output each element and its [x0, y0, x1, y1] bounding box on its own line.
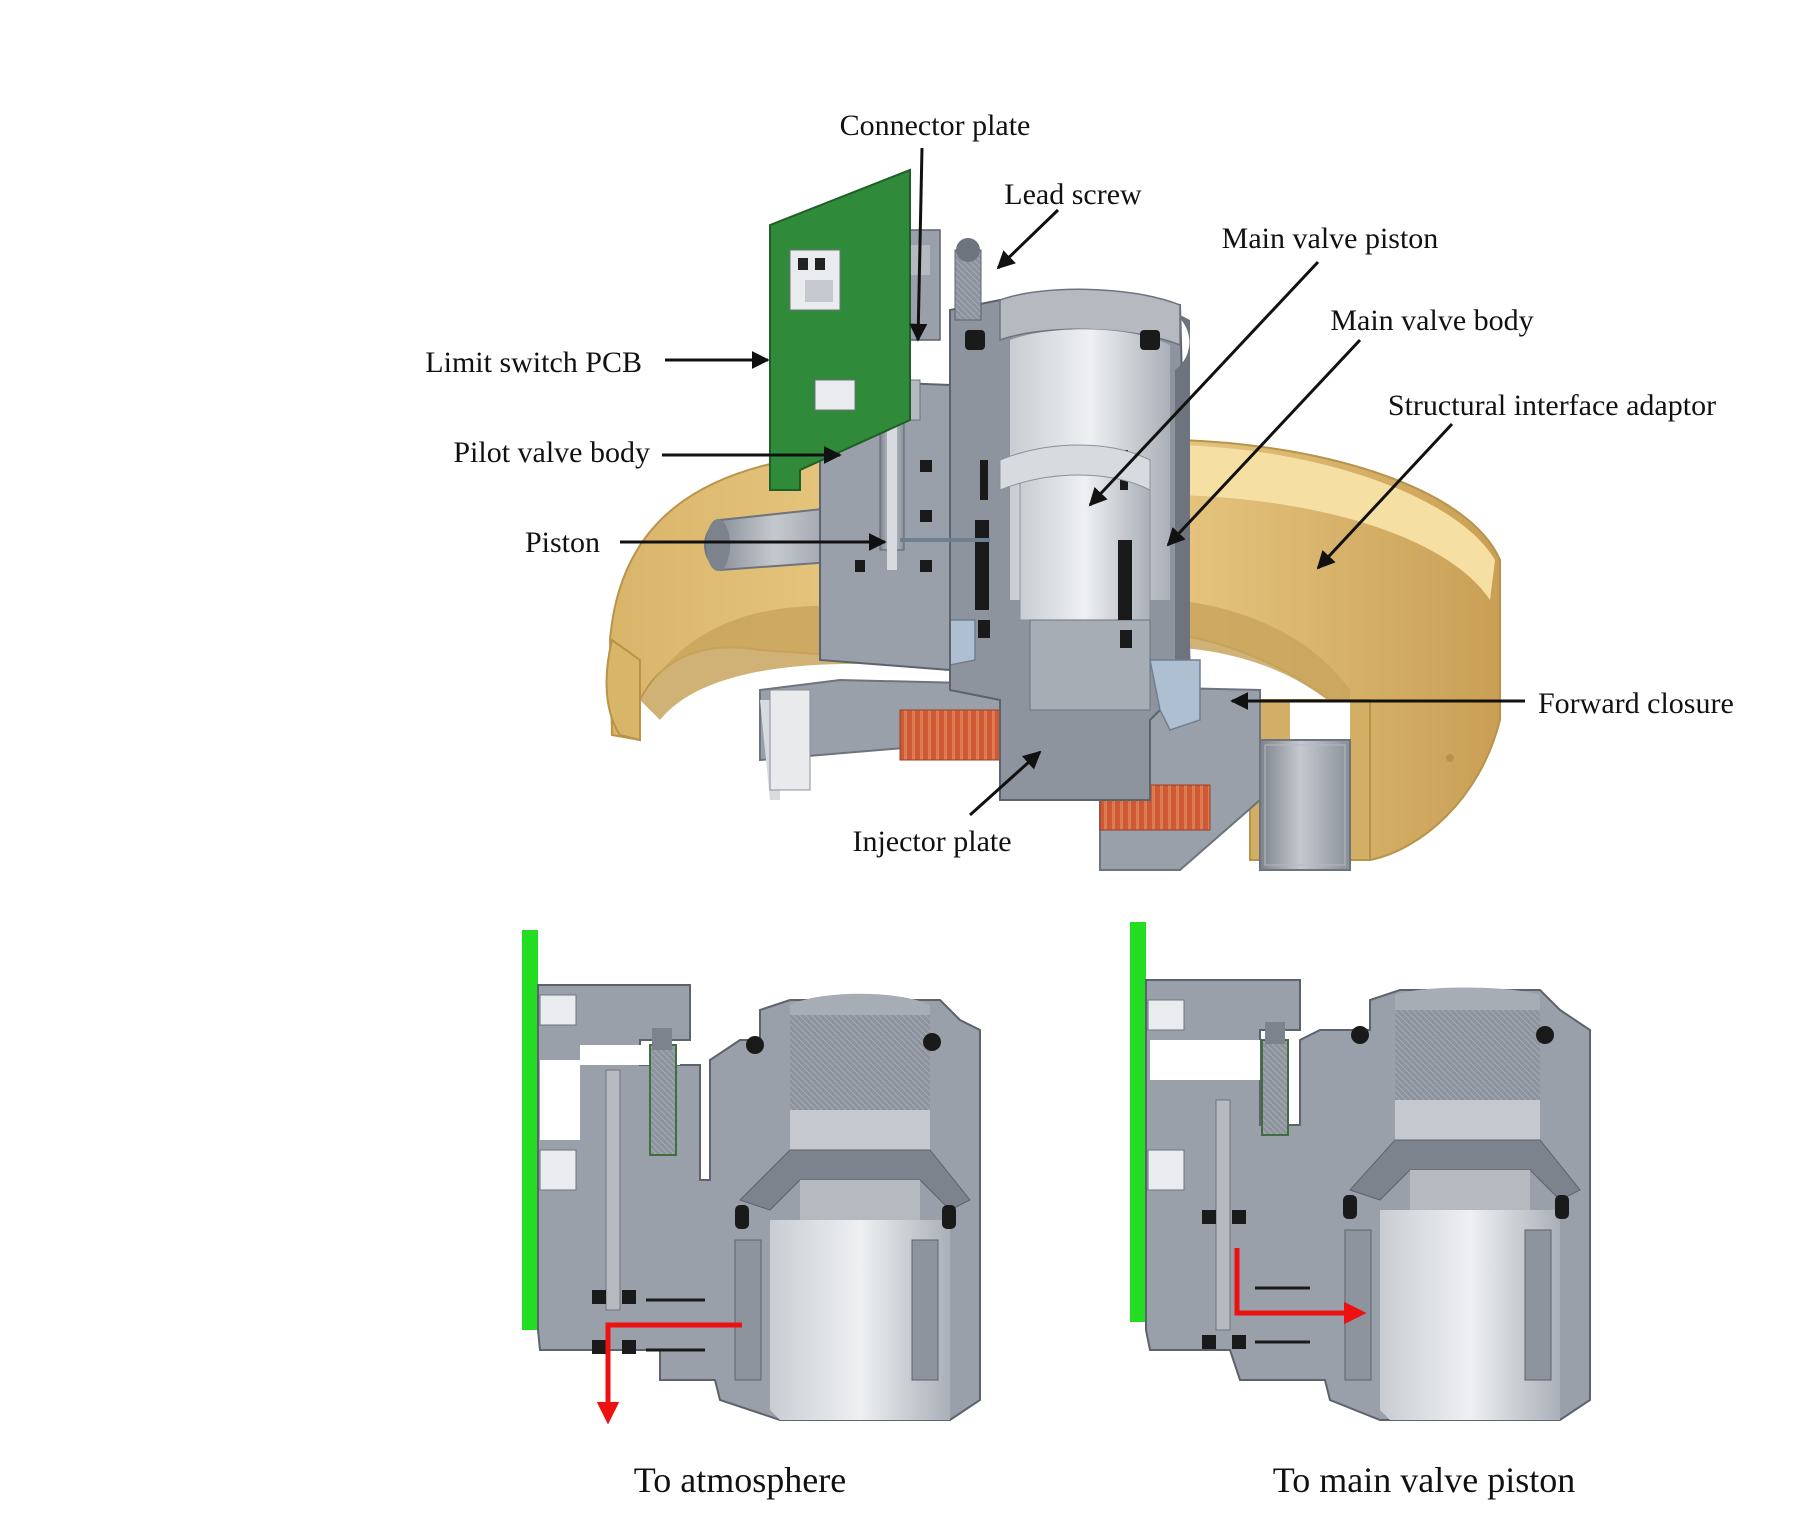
- callout-injector-plate: [968, 750, 1042, 817]
- label-structural-interface-adaptor: Structural interface adaptor: [1388, 389, 1716, 422]
- lead-screw-part: [954, 238, 982, 321]
- section-view-atmosphere: To atmosphere: [522, 930, 981, 1500]
- label-limit-switch-pcb: Limit switch PCB: [425, 346, 642, 379]
- callout-structural-interface-adaptor: [1316, 422, 1454, 570]
- label-connector-plate: Connector plate: [840, 109, 1031, 142]
- callout-labels: Connector plate Lead screw Main valve pi…: [425, 109, 1733, 858]
- label-pilot-valve-body: Pilot valve body: [453, 436, 650, 469]
- pcb-edge: [1130, 922, 1146, 1322]
- flow-arrow-icon: [596, 1322, 742, 1425]
- section-view-main-valve-piston: To main valve piston: [1130, 922, 1591, 1500]
- label-main-valve-body: Main valve body: [1330, 304, 1533, 337]
- label-main-valve-piston: Main valve piston: [1222, 222, 1439, 255]
- callout-main-valve-piston: [1088, 260, 1320, 507]
- label-piston: Piston: [525, 526, 600, 559]
- pcb-edge: [522, 930, 538, 1330]
- cutaway-assembly: [605, 168, 1501, 871]
- callout-lead-screw: [996, 208, 1060, 270]
- caption-to-main-valve-piston: To main valve piston: [1273, 1460, 1575, 1500]
- main-valve-body-part: [939, 288, 1201, 801]
- label-lead-screw: Lead screw: [1004, 178, 1142, 211]
- callout-main-valve-body: [1166, 338, 1362, 547]
- caption-to-atmosphere: To atmosphere: [634, 1460, 846, 1500]
- label-injector-plate: Injector plate: [852, 825, 1011, 858]
- callout-lines: [620, 147, 1525, 817]
- limit-switch-pcb-part: [769, 168, 911, 491]
- callout-connector-plate: [909, 147, 928, 342]
- label-forward-closure: Forward closure: [1538, 687, 1734, 720]
- flow-arrow-icon: [1234, 1248, 1367, 1325]
